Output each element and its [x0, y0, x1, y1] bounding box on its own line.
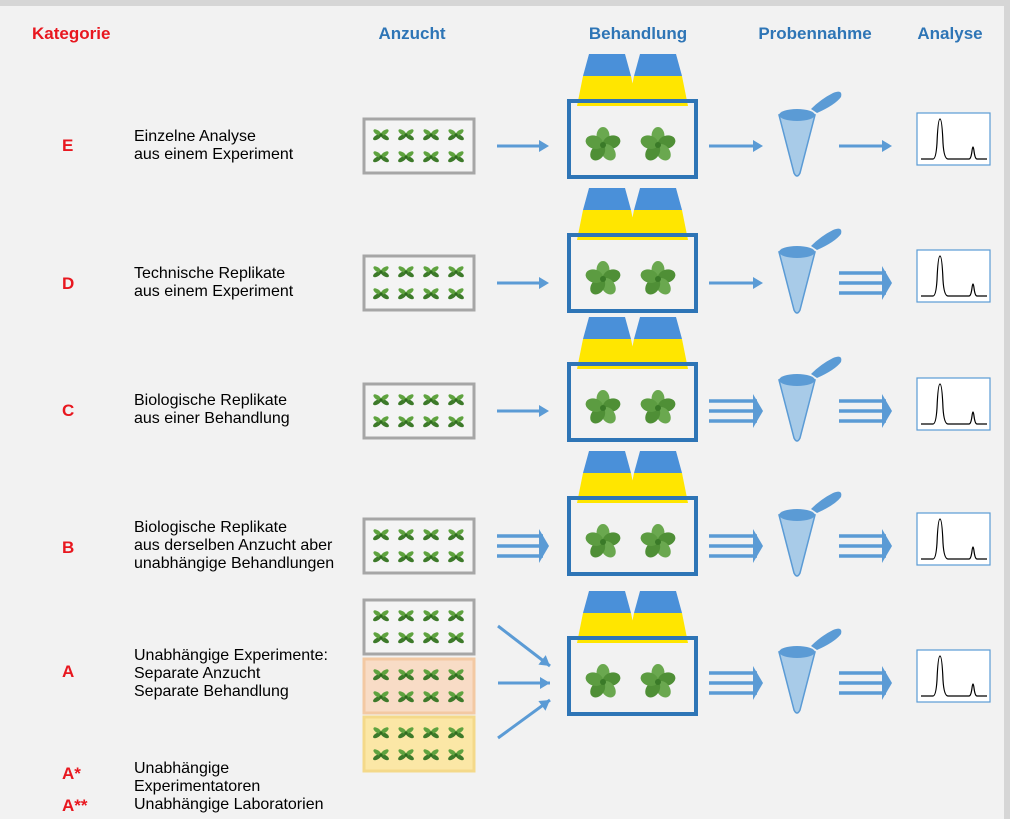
description-c: Biologische Replikate aus einer Behandlu…	[134, 392, 290, 428]
description-a-star-line-1: Unabhängige	[134, 760, 230, 777]
lamp-icon	[577, 451, 637, 503]
lamp-icon	[628, 54, 688, 106]
arrow-anzucht-head	[539, 277, 549, 289]
plant-icon	[638, 664, 678, 701]
seedling-tray	[362, 117, 476, 175]
category-c: C	[62, 401, 75, 420]
description-d-line-2: aus einem Experiment	[134, 283, 294, 300]
description-a-line-3: Separate Behandlung	[134, 683, 289, 700]
description-e: Einzelne Analyse aus einem Experiment	[134, 128, 293, 164]
seedling-tray	[362, 382, 476, 440]
arrow-behandlung-head	[753, 140, 763, 152]
header-behandlung: Behandlung	[588, 24, 688, 43]
plant-icon	[638, 390, 678, 427]
description-e-line-2: aus einem Experiment	[134, 146, 294, 163]
header-probennahme: Probennahme	[758, 24, 872, 43]
plant-icon	[638, 524, 678, 561]
plant-icon	[583, 390, 623, 427]
header-analyse: Analyse	[917, 24, 983, 43]
description-a-line-2: Separate Anzucht	[134, 665, 261, 682]
plant-icon	[638, 127, 678, 164]
sample-tube-icon	[778, 490, 843, 577]
drawing-layer	[362, 54, 991, 773]
description-b-line-2: aus derselben Anzucht aber	[134, 537, 333, 554]
description-b-line-3: unabhängige Behandlungen	[134, 555, 335, 572]
lamp-icon	[577, 188, 637, 240]
sample-tube-icon	[778, 355, 843, 442]
arrow-probennahme-head	[882, 529, 892, 563]
arrow-converge-top	[497, 624, 551, 668]
arrow-converge-bottom	[497, 698, 551, 740]
lamp-icon	[577, 591, 637, 643]
lamp-icon	[628, 451, 688, 503]
category-a-star: A*	[62, 764, 81, 783]
sample-tube-icon	[778, 227, 843, 314]
arrow-converge-top-head	[538, 655, 550, 666]
arrow-anzucht-head	[539, 405, 549, 417]
treatment-chamber	[567, 99, 698, 179]
seedling-tray-gray	[362, 598, 476, 656]
category-d: D	[62, 274, 75, 293]
plant-icon	[583, 127, 623, 164]
arrow-converge-bottom-head	[538, 700, 550, 711]
lamp-icon	[628, 317, 688, 369]
lamp-icon	[628, 188, 688, 240]
treatment-chamber	[567, 636, 698, 716]
chromatogram-icon	[916, 249, 991, 303]
lamp-icon	[628, 591, 688, 643]
description-a-star: Unabhängige Experimentatoren	[134, 760, 260, 796]
arrow-probennahme-head	[882, 266, 892, 300]
lamp-icon	[577, 54, 637, 106]
header-kategorie: Kategorie	[32, 24, 111, 43]
description-c-line-1: Biologische Replikate	[134, 392, 287, 409]
sample-tube-icon	[778, 627, 843, 714]
arrow-anzucht-head	[539, 529, 549, 563]
description-a-star-line-2: Experimentatoren	[134, 778, 261, 795]
lamp-icon	[577, 317, 637, 369]
description-b-line-1: Biologische Replikate	[134, 519, 287, 536]
seedling-tray-yellow	[362, 715, 476, 773]
chromatogram-icon	[916, 377, 991, 431]
plant-icon	[583, 261, 623, 298]
category-a-double-star: A**	[62, 796, 88, 815]
description-a-double-star: Unabhängige Laboratorien	[134, 796, 323, 814]
description-e-line-1: Einzelne Analyse	[134, 128, 256, 145]
treatment-chamber	[567, 362, 698, 442]
chromatogram-icon	[916, 512, 991, 566]
seedling-tray	[362, 517, 476, 575]
arrow-probennahme-head	[882, 666, 892, 700]
plant-icon	[583, 664, 623, 701]
treatment-chamber	[567, 233, 698, 313]
arrow-behandlung-head	[753, 529, 763, 563]
seedling-tray	[362, 254, 476, 312]
arrow-behandlung-head	[753, 277, 763, 289]
header-anzucht: Anzucht	[378, 24, 446, 43]
description-d-line-1: Technische Replikate	[134, 265, 286, 282]
arrow-behandlung-head	[753, 666, 763, 700]
arrow-anzucht-head	[539, 140, 549, 152]
description-a-double-star-line-1: Unabhängige Laboratorien	[134, 796, 324, 813]
description-c-line-2: aus einer Behandlung	[134, 410, 290, 427]
category-e: E	[62, 136, 74, 155]
description-d: Technische Replikate aus einem Experimen…	[134, 265, 293, 301]
arrow-behandlung-head	[753, 394, 763, 428]
treatment-chamber	[567, 496, 698, 576]
description-a: Unabhängige Experimente: Separate Anzuch…	[134, 647, 328, 701]
category-a: A	[62, 662, 75, 681]
arrow-probennahme-head	[882, 140, 892, 152]
arrow-probennahme-head	[882, 394, 892, 428]
arrow-converge-middle-head	[540, 677, 550, 689]
sample-tube-icon	[778, 90, 843, 177]
chromatogram-icon	[916, 112, 991, 166]
plant-icon	[638, 261, 678, 298]
chromatogram-icon	[916, 649, 991, 703]
plant-icon	[583, 524, 623, 561]
category-b: B	[62, 538, 75, 557]
seedling-tray-orange	[362, 657, 476, 715]
description-a-line-1: Unabhängige Experimente:	[134, 647, 328, 664]
description-b: Biologische Replikate aus derselben Anzu…	[134, 519, 334, 573]
